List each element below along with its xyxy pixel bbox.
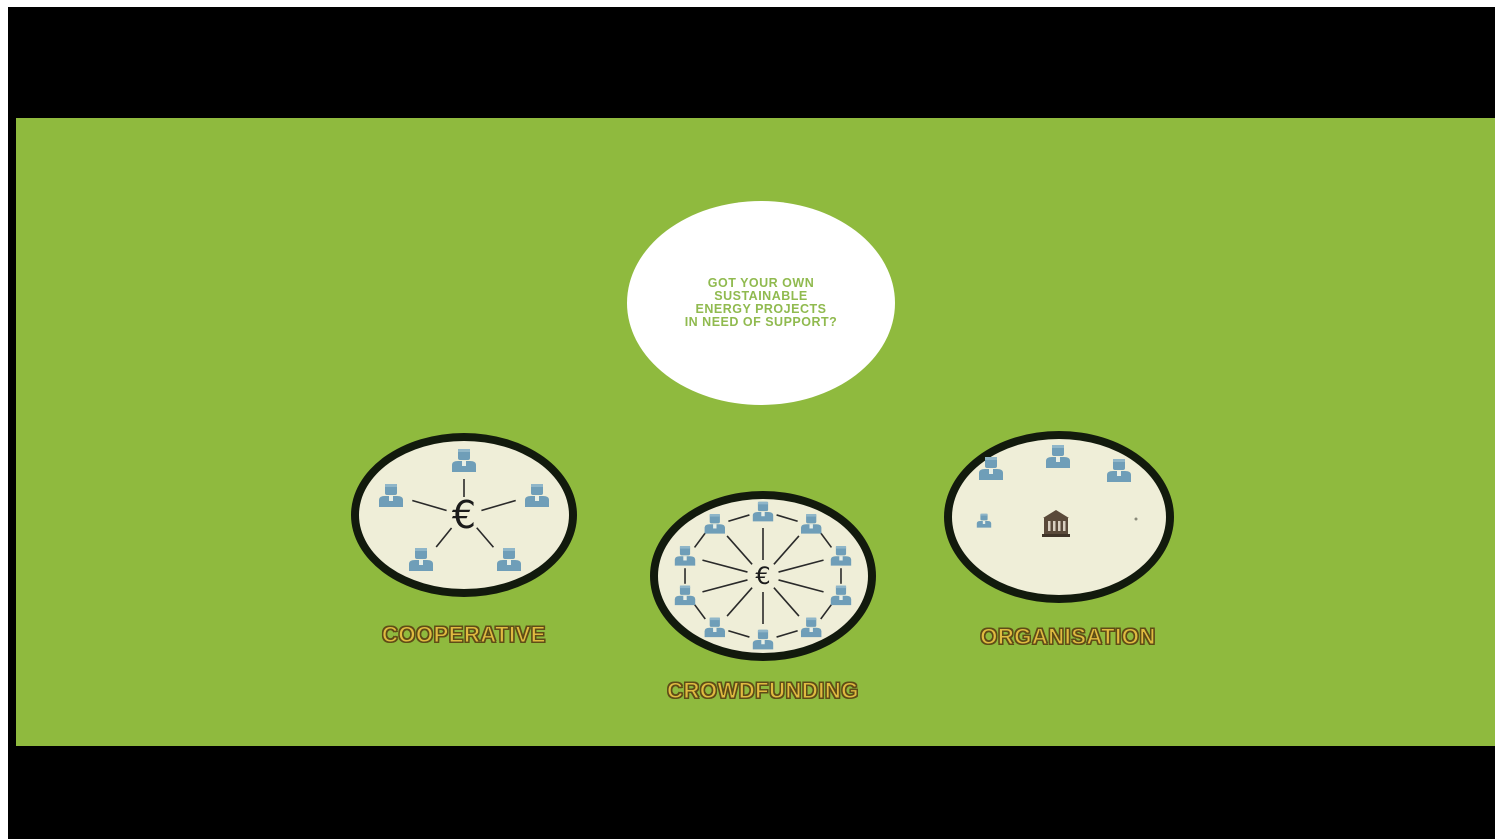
connector-line [435, 527, 453, 548]
person-icon [1107, 459, 1131, 482]
question-text: GOT YOUR OWN SUSTAINABLE ENERGY PROJECTS… [661, 277, 861, 329]
connector-line [476, 527, 495, 548]
person-icon [976, 513, 992, 528]
diagram-graphic: € [379, 449, 549, 571]
connector-line [728, 629, 750, 638]
crowdfunding-diagram: € [650, 491, 876, 661]
connector-line [773, 535, 800, 565]
connector-line [726, 587, 753, 617]
euro-icon: € [452, 493, 476, 537]
person-icon [1046, 445, 1070, 468]
person-icon [752, 501, 774, 522]
connector-line [702, 579, 748, 593]
question-line-4: IN NEED OF SUPPORT? [684, 315, 838, 329]
person-icon [409, 548, 433, 571]
euro-icon: € [755, 562, 770, 590]
person-icon [674, 585, 696, 606]
connector-line [776, 629, 798, 638]
connector-line [728, 514, 750, 523]
person-icon [830, 585, 852, 606]
connector-line [702, 559, 748, 573]
person-icon [830, 546, 852, 566]
person-icon [497, 548, 521, 571]
person-icon [800, 617, 822, 638]
person-icon [452, 449, 476, 472]
diagram-graphic [976, 445, 1138, 537]
building-icon [1042, 510, 1070, 537]
organisation-label: ORGANISATION [980, 624, 1156, 650]
animation-scene: GOT YOUR OWN SUSTAINABLE ENERGY PROJECTS… [16, 118, 1495, 746]
organisation-diagram [944, 431, 1174, 603]
connector-line [820, 532, 833, 548]
person-icon [800, 514, 822, 534]
cooperative-diagram: € [351, 433, 577, 597]
connector-line [820, 604, 833, 620]
decor-dot [1134, 517, 1138, 521]
question-bubble: GOT YOUR OWN SUSTAINABLE ENERGY PROJECTS… [627, 201, 895, 405]
person-icon [704, 617, 726, 638]
question-line-2: SUSTAINABLE [714, 289, 808, 303]
person-icon [979, 457, 1003, 480]
person-icon [674, 546, 696, 566]
connector-line [693, 532, 706, 548]
connector-line [412, 499, 447, 512]
connector-line [481, 499, 516, 512]
video-frame[interactable]: GOT YOUR OWN SUSTAINABLE ENERGY PROJECTS… [8, 7, 1495, 839]
connector-line [726, 535, 753, 565]
cooperative-label: COOPERATIVE [381, 622, 546, 648]
person-icon [752, 629, 774, 650]
person-icon [379, 484, 403, 507]
connector-line [773, 587, 800, 617]
person-icon [704, 514, 726, 534]
question-line-3: ENERGY PROJECTS [695, 302, 827, 316]
diagram-graphic: € [674, 501, 852, 650]
connector-line [776, 514, 798, 523]
connector-line [778, 559, 824, 573]
question-line-1: GOT YOUR OWN [707, 276, 815, 290]
person-icon [525, 484, 549, 507]
crowdfunding-label: CROWDFUNDING [667, 678, 859, 704]
connector-line [778, 579, 824, 593]
connector-line [693, 604, 706, 620]
